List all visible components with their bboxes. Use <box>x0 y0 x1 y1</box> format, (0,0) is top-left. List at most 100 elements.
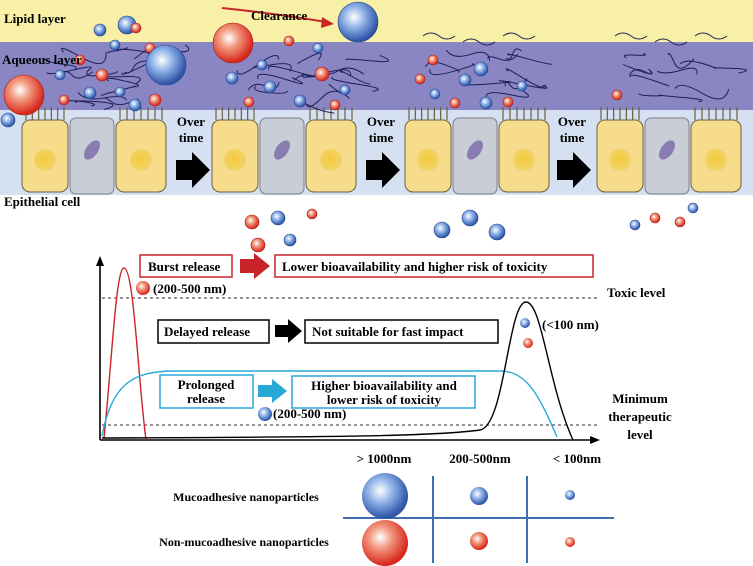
over-time-label: Over <box>558 114 586 129</box>
mucoadhesive-particle <box>458 73 472 87</box>
mucin-strand <box>507 53 553 65</box>
mucoadhesive-particle <box>337 1 379 43</box>
mucoadhesive-particle <box>339 84 351 96</box>
mucoadhesive-large-particle <box>362 473 408 519</box>
mucin-strand <box>100 85 136 97</box>
clearance-label: Clearance <box>251 8 308 23</box>
mucin-strand <box>713 67 748 74</box>
clearance-arrowhead <box>321 17 334 28</box>
mucin-strand <box>462 38 496 46</box>
non-mucoadhesive-particle <box>130 22 142 34</box>
mucin-strand <box>339 69 371 85</box>
mucin-strand <box>74 100 114 110</box>
non-mucoadhesive-particle <box>148 93 162 107</box>
delayed-red-particle-icon <box>523 338 533 348</box>
non-mucoadhesive-particle <box>58 94 70 106</box>
prolonged-effect-box <box>291 375 476 409</box>
mucin-strand <box>445 49 491 61</box>
delayed-size-label: (<100 nm) <box>542 317 599 332</box>
non-mucoadhesive-particle <box>502 96 514 108</box>
mucoadhesive-particle <box>54 69 66 81</box>
non-mucoadhesive-particle <box>674 216 686 228</box>
mucoadhesive-particle <box>256 59 268 71</box>
mucoadhesive-particle <box>429 88 441 100</box>
mucoadhesive-particle <box>93 23 107 37</box>
mucin-strand <box>502 32 536 40</box>
cell-nucleus <box>224 149 246 171</box>
delayed-blue-particle-icon <box>520 318 530 328</box>
cell-nucleus <box>130 149 152 171</box>
cell-nucleus <box>705 149 727 171</box>
mucoadhesive-particle <box>83 86 97 100</box>
cell-nucleus <box>513 149 535 171</box>
non-mucoadhesive-particle <box>3 74 45 116</box>
size-table: > 1000nm 200-500nm < 100nm Mucoadhesive … <box>159 451 614 566</box>
burst-release-label: Burst release <box>148 259 221 274</box>
delayed-release-box <box>157 319 270 344</box>
non-mucoadhesive-particle <box>414 73 426 85</box>
mucin-strand <box>629 74 670 87</box>
cell-nucleus <box>417 149 439 171</box>
clearance-arrow <box>221 7 327 23</box>
prolonged-size-label: (200-500 nm) <box>273 406 346 421</box>
mucin-strand <box>107 47 129 54</box>
mucin-strand <box>614 32 648 40</box>
mucoadhesive-particle <box>114 86 126 98</box>
mucin-strand <box>297 52 322 65</box>
burst-effect-box <box>274 254 594 278</box>
goblet-cell-nucleus <box>659 140 675 160</box>
mucin-strand <box>638 93 662 97</box>
burst-size-label: (200-500 nm) <box>153 281 226 296</box>
mucin-strand <box>331 76 379 92</box>
non-mucoadhesive-particle <box>314 66 330 82</box>
mucin-strand <box>679 60 717 69</box>
mucin-strand <box>103 97 139 106</box>
mucoadhesive-particle <box>0 112 16 128</box>
minimum-level-label-line3: level <box>627 427 653 442</box>
cell-nucleus <box>320 149 342 171</box>
mucin-strand <box>622 63 653 75</box>
lipid-layer-label: Lipid layer <box>4 11 66 26</box>
mucin-strand <box>654 38 688 46</box>
non-mucoadhesive-particle <box>329 99 341 111</box>
release-graph: Burst release Lower bioavailability and … <box>96 253 672 444</box>
mucoadhesive-particle <box>128 98 142 112</box>
mucoadhesive-particle <box>270 210 286 226</box>
mucoadhesive-particle <box>293 94 307 108</box>
prolonged-release-label-line1: Prolonged <box>178 377 236 392</box>
mucin-strand <box>422 32 456 40</box>
mucin-strand <box>506 48 522 60</box>
mucin-strand <box>674 84 730 100</box>
goblet-cell-nucleus <box>274 140 290 160</box>
mucoadhesive-particle <box>145 44 187 86</box>
prolonged-release-label-line2: release <box>187 391 225 406</box>
over-time-label: Over <box>367 114 395 129</box>
prolonged-effect-line2: lower risk of toxicity <box>327 392 442 407</box>
mucoadhesive-particle <box>263 80 277 94</box>
mucoadhesive-particle <box>109 39 121 51</box>
over-time-label: Over <box>177 114 205 129</box>
mucoadhesive-particle <box>473 61 489 77</box>
burst-particle-icon <box>136 281 150 295</box>
non-mucoadhesive-large-particle <box>362 520 408 566</box>
delayed-release-curve <box>101 301 574 441</box>
cell-nucleus <box>34 149 56 171</box>
goblet-cell-nucleus <box>84 140 100 160</box>
minimum-level-label-line1: Minimum <box>612 391 668 406</box>
mucin-strand <box>656 67 698 75</box>
mucin-strand <box>667 52 695 69</box>
over-time-label: time <box>560 130 585 145</box>
mucin-strand <box>505 68 546 88</box>
prolonged-arrow <box>258 379 287 403</box>
non-mucoadhesive-particle <box>283 35 295 47</box>
mucoadhesive-particle <box>516 80 528 92</box>
aqueous-layer-label: Aqueous layer <box>2 52 82 67</box>
mucin-strand <box>629 69 652 76</box>
over-time-arrow <box>366 152 400 188</box>
delayed-release-label: Delayed release <box>164 324 250 339</box>
mucin-strand <box>694 32 728 40</box>
non-mucoadhesive-particle <box>243 96 255 108</box>
burst-effect-text: Lower bioavailability and higher risk of… <box>282 259 548 274</box>
